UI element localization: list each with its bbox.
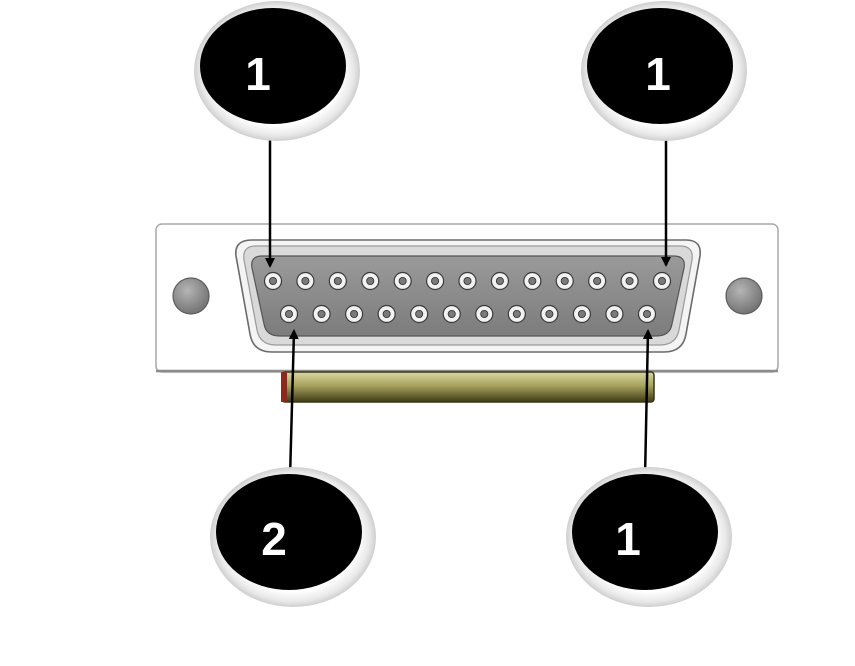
callout-badge-top-left: 1 bbox=[194, 1, 360, 141]
rear-bar bbox=[281, 371, 655, 403]
rear-bar-end-cap bbox=[281, 372, 287, 402]
pins-bottom-row bbox=[279, 304, 657, 324]
leader-bottom-right bbox=[642, 329, 653, 479]
insulator bbox=[251, 255, 685, 337]
pin-bottom-hole-7 bbox=[480, 309, 489, 318]
pin-top-hole-12 bbox=[625, 276, 634, 285]
callout-label-bottom-right: 1 bbox=[615, 513, 641, 565]
pin-top-hole-5 bbox=[398, 276, 407, 285]
pin-bottom-hole-4 bbox=[382, 309, 391, 318]
pins-top-row bbox=[263, 271, 672, 291]
pin-top-hole-2 bbox=[301, 276, 310, 285]
pin-top-hole-6 bbox=[431, 276, 440, 285]
pin-bottom-hole-8 bbox=[512, 309, 521, 318]
pin-top-hole-11 bbox=[593, 276, 602, 285]
pin-top-hole-10 bbox=[560, 276, 569, 285]
callout-label-top-right: 1 bbox=[645, 48, 671, 100]
pin-bottom-hole-1 bbox=[284, 309, 293, 318]
pin-bottom-hole-2 bbox=[317, 309, 326, 318]
pin-bottom-hole-6 bbox=[447, 309, 456, 318]
pin-top-hole-13 bbox=[658, 276, 667, 285]
callout-label-top-left: 1 bbox=[245, 48, 271, 100]
pin-top-hole-8 bbox=[495, 276, 504, 285]
callout-label-bottom-left: 2 bbox=[261, 513, 287, 565]
pin-bottom-hole-5 bbox=[415, 309, 424, 318]
callout-badge-top-right: 1 bbox=[581, 1, 747, 141]
leader-bottom-left bbox=[288, 329, 299, 479]
pin-bottom-hole-12 bbox=[643, 309, 652, 318]
pin-bottom-hole-3 bbox=[350, 309, 359, 318]
pin-top-hole-7 bbox=[463, 276, 472, 285]
callout-badge-bottom-right: 1 bbox=[566, 467, 732, 607]
pin-bottom-hole-10 bbox=[577, 309, 586, 318]
pin-top-hole-1 bbox=[268, 276, 277, 285]
screw-right bbox=[725, 277, 763, 315]
pin-bottom-hole-11 bbox=[610, 309, 619, 318]
pin-top-hole-4 bbox=[366, 276, 375, 285]
pin-top-hole-3 bbox=[333, 276, 342, 285]
callout-badge-bottom-left: 2 bbox=[210, 467, 376, 607]
pin-top-hole-9 bbox=[528, 276, 537, 285]
pin-bottom-hole-9 bbox=[545, 309, 554, 318]
screw-left bbox=[172, 277, 210, 315]
